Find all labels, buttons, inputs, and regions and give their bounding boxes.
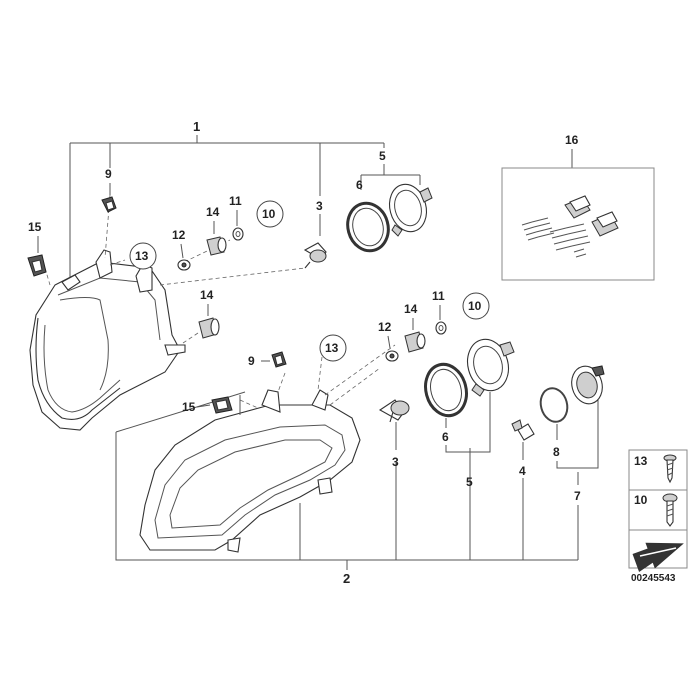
label-11-bottom: 11 [432,289,445,303]
bottom-assembly-group: 2 9 15 [115,289,605,586]
label-3-bottom: 3 [392,455,399,469]
parking-bulb-4 [511,419,535,441]
label-4: 4 [519,464,526,478]
repair-kit-group: 16 [501,133,655,281]
label-3-top: 3 [316,199,323,213]
label-12-top: 12 [172,228,186,242]
label-5-top: 5 [379,149,386,163]
legend-cell-arrow [628,529,688,569]
legend-label-10: 10 [634,493,648,507]
clip-15-top [27,254,47,277]
label-14-bottom: 14 [404,302,418,316]
callout-13-top [129,242,157,270]
label-15-top: 15 [28,220,42,234]
label-6-bottom: 6 [442,430,449,444]
top-headlight-housing [29,249,186,431]
seal-6-bottom [424,362,468,418]
label-11-top: 11 [229,194,242,208]
bolt-icon [662,493,678,527]
top-assembly-group: 1 9 15 [27,119,433,431]
seal-6-top [346,201,390,253]
connector-right [591,211,619,237]
drawing-number: 00245543 [631,573,676,584]
repair-kit-box [501,167,655,281]
grommet-14-lower [198,317,220,339]
label-6-top: 6 [356,178,363,192]
nut-12-bottom [385,350,399,362]
label-15-bottom: 15 [182,400,196,414]
connector-left [564,195,591,219]
label-10-bottom: 10 [468,299,482,313]
washer-11-bottom [435,321,447,335]
callout-10-bottom [462,292,490,320]
legend-label-13: 13 [634,454,648,468]
callout-13-bottom [319,334,347,362]
terminal-pins [521,217,591,258]
seal-8 [539,387,569,423]
label-14-upper: 14 [206,205,220,219]
direction-arrow-icon [632,542,684,573]
label-5-bottom: 5 [466,475,473,489]
label-8: 8 [553,445,560,459]
clip-9-top [101,196,117,213]
label-9-bottom: 9 [248,354,255,368]
grommet-14-upper [206,236,227,256]
ring-cover-5-top [388,183,433,237]
legend: 13 10 00245543 [628,449,688,584]
label-7: 7 [574,489,581,503]
socket-7 [571,365,605,405]
bulb-3-bottom [378,399,410,423]
label-1: 1 [193,119,200,134]
label-13-top: 13 [135,249,149,263]
label-16: 16 [565,133,579,147]
bottom-headlight-housing [139,389,361,553]
bulb-3-top [303,242,327,269]
washer-11-top [232,227,244,241]
label-12-bottom: 12 [378,320,392,334]
clip-9-bottom [271,351,287,368]
label-9-top: 9 [105,167,112,181]
ring-cover-5-bottom [466,338,515,397]
nut-12-top [177,259,191,271]
label-2: 2 [343,571,350,586]
callout-10-top [256,200,284,228]
label-13-bottom: 13 [325,341,339,355]
clip-15-bottom [211,396,233,414]
grommet-14-bottom [404,331,426,353]
screw-icon [663,454,677,484]
label-14-lower: 14 [200,288,214,302]
label-10-top: 10 [262,207,276,221]
